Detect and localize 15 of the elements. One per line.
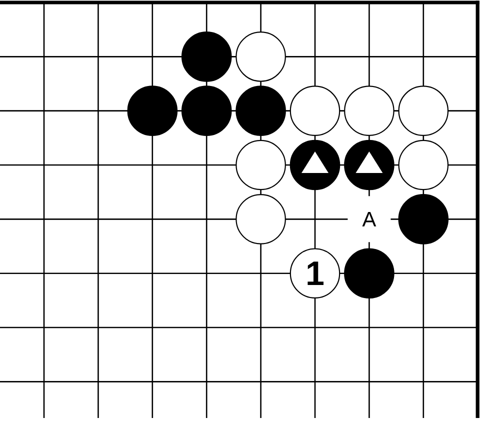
go-stone bbox=[290, 86, 340, 136]
go-stone bbox=[127, 86, 178, 136]
go-stone bbox=[398, 140, 449, 190]
go-stone bbox=[344, 248, 394, 298]
go-stone bbox=[398, 194, 449, 244]
go-stone bbox=[344, 86, 394, 136]
go-stone bbox=[236, 32, 286, 82]
go-stone bbox=[181, 86, 232, 136]
go-stone bbox=[236, 194, 286, 244]
go-stone bbox=[236, 140, 286, 190]
go-stone bbox=[181, 32, 232, 82]
point-label: A bbox=[348, 196, 391, 242]
go-stone bbox=[398, 86, 449, 136]
go-stone: 1 bbox=[290, 248, 340, 298]
go-stone bbox=[236, 86, 286, 136]
